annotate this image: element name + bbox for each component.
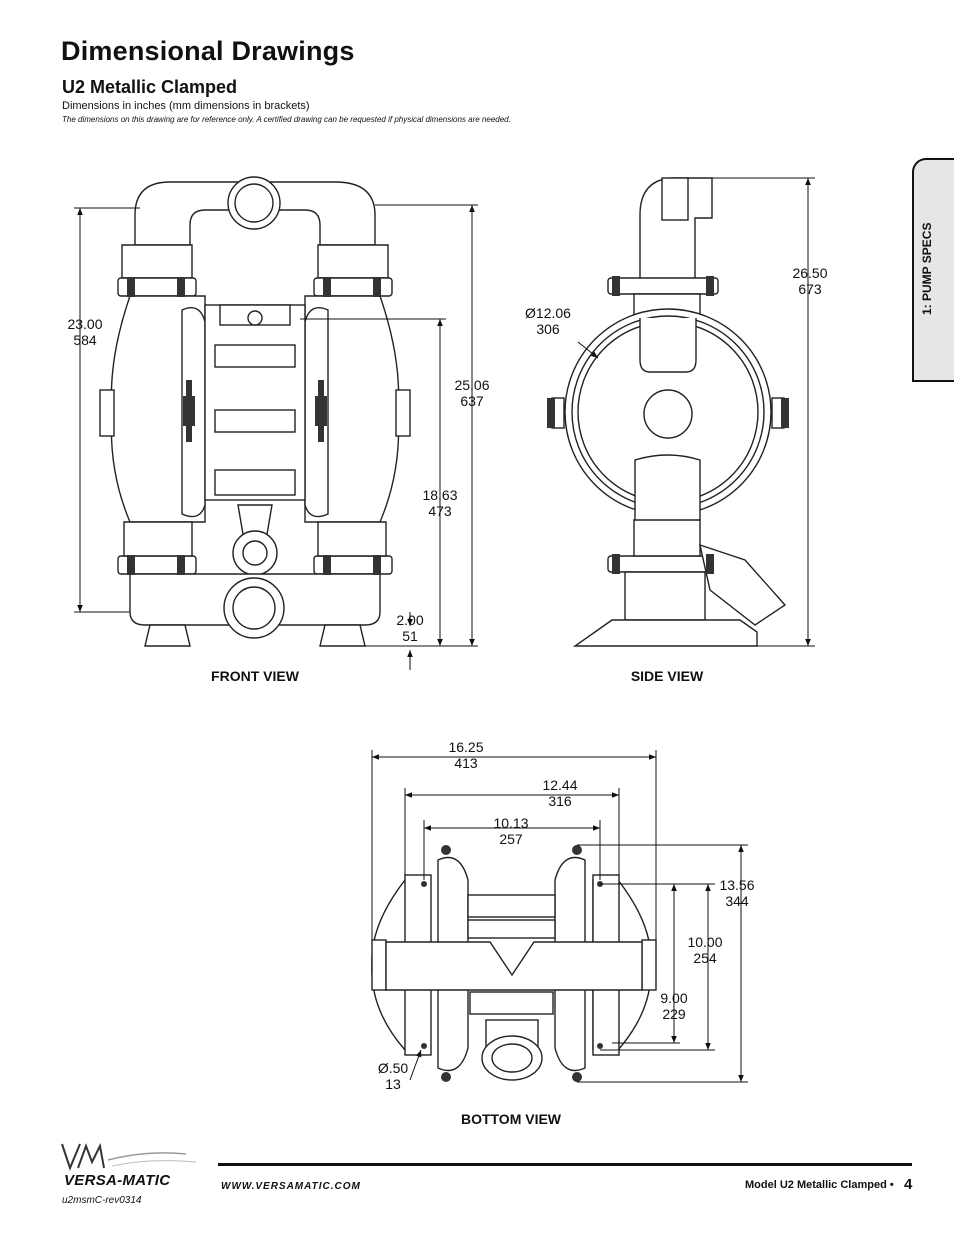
side-view-bolts — [547, 276, 789, 574]
bottom-view-dimensions — [371, 750, 748, 1083]
dim-front-overall-height-mm: 637 — [460, 393, 484, 409]
dim-bottom-mount-width-mm: 257 — [499, 831, 523, 847]
dim-front-overall-height-in: 25.06 — [454, 377, 489, 393]
dim-bottom-clamp-width-mm: 316 — [548, 793, 572, 809]
dim-bottom-mount-depth-outer-in: 10.00 — [687, 934, 722, 950]
front-view-pump — [99, 176, 411, 647]
dim-side-overall-height-mm: 673 — [798, 281, 822, 297]
dim-bottom-overall-depth-mm: 344 — [725, 893, 749, 909]
dim-bottom-hole-diameter-mm: 13 — [385, 1076, 401, 1092]
dim-side-chamber-diameter-mm: 306 — [536, 321, 560, 337]
dim-front-discharge-height-mm: 51 — [402, 628, 418, 644]
side-view-pump — [551, 177, 787, 647]
dim-bottom-overall-depth-in: 13.56 — [719, 877, 754, 893]
dim-bottom-mount-depth-inner-in: 9.00 — [660, 990, 687, 1006]
side-view-label: SIDE VIEW — [631, 668, 704, 684]
dim-front-discharge-height-in: 2.00 — [396, 612, 423, 628]
page-number: 4 — [904, 1176, 913, 1193]
section-tab[interactable]: 1: PUMP SPECS — [912, 158, 954, 382]
footer-rule — [218, 1163, 912, 1166]
units-note: Dimensions in inches (mm dimensions in b… — [62, 100, 310, 112]
bottom-view-pump — [371, 856, 657, 1081]
dim-bottom-clamp-width-in: 12.44 — [542, 777, 577, 793]
front-view-bolts — [127, 277, 381, 575]
dim-side-overall-height-in: 26.50 — [792, 265, 827, 281]
bottom-view-bolts — [421, 845, 603, 1082]
front-view-dimensions — [74, 204, 478, 670]
model-name: Model U2 Metallic Clamped • — [745, 1179, 894, 1191]
dim-bottom-overall-width-mm: 413 — [454, 755, 478, 771]
brand-name: VERSA-MATIC — [64, 1172, 171, 1189]
versa-matic-logo-icon — [61, 1142, 197, 1171]
dim-bottom-mount-depth-inner-mm: 229 — [662, 1006, 686, 1022]
bottom-view-label: BOTTOM VIEW — [461, 1111, 562, 1127]
dim-side-chamber-diameter-in: Ø12.06 — [525, 305, 571, 321]
front-view-label: FRONT VIEW — [211, 668, 300, 684]
dim-front-height-inlet-in: 23.00 — [67, 316, 102, 332]
page-subtitle: U2 Metallic Clamped — [62, 77, 238, 97]
dim-bottom-mount-width-in: 10.13 — [493, 815, 528, 831]
side-view-dimensions — [577, 177, 815, 647]
dim-front-center-height-mm: 473 — [428, 503, 452, 519]
dim-front-height-inlet-mm: 584 — [73, 332, 97, 348]
website-link[interactable]: WWW.VERSAMATIC.COM — [221, 1181, 361, 1192]
dim-bottom-hole-diameter-in: Ø.50 — [378, 1060, 409, 1076]
reference-note: The dimensions on this drawing are for r… — [62, 115, 511, 124]
revision-code: u2msmC-rev0314 — [62, 1195, 142, 1206]
page-title: Dimensional Drawings — [61, 36, 355, 66]
dim-bottom-mount-depth-outer-mm: 254 — [693, 950, 717, 966]
dim-bottom-overall-width-in: 16.25 — [448, 739, 483, 755]
dim-front-center-height-in: 18.63 — [422, 487, 457, 503]
